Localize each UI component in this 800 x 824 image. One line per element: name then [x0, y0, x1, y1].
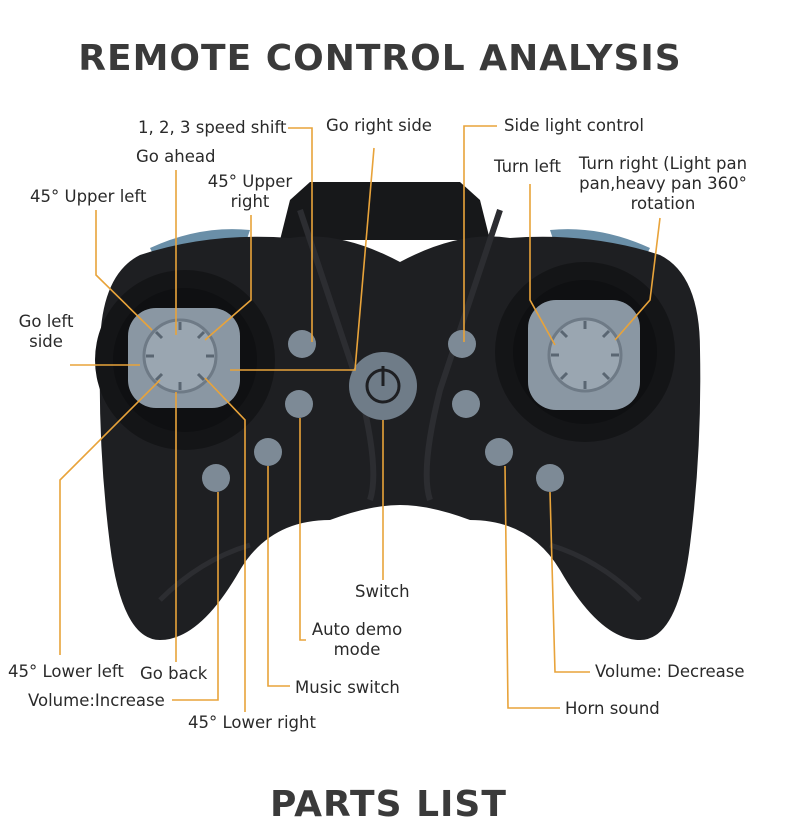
label-lower-right: 45° Lower right: [188, 713, 316, 732]
auto-demo-button: [285, 390, 313, 418]
diagram: REMOTE CONTROL ANALYSIS: [8, 38, 748, 824]
volume-increase-button: [202, 464, 230, 492]
label-volume-decrease: Volume: Decrease: [595, 662, 745, 681]
speed-shift-button: [288, 330, 316, 358]
label-go-back: Go back: [140, 664, 208, 683]
horn-button: [485, 438, 513, 466]
label-side-light-control: Side light control: [504, 116, 644, 135]
label-go-right-side: Go right side: [326, 116, 432, 135]
side-light-button: [448, 330, 476, 358]
label-upper-left: 45° Upper left: [30, 187, 147, 206]
label-speed-shift: 1, 2, 3 speed shift: [138, 118, 287, 137]
label-turn-left: Turn left: [494, 157, 561, 176]
music-switch-button: [254, 438, 282, 466]
label-volume-increase: Volume:Increase: [28, 691, 165, 710]
label-switch: Switch: [355, 582, 410, 601]
leader-lines: [59, 125, 661, 712]
extra-button: [452, 390, 480, 418]
controller-illustration: [59, 125, 701, 712]
label-go-ahead: Go ahead: [136, 147, 216, 166]
volume-decrease-button: [536, 464, 564, 492]
controller-top-tab: [280, 182, 490, 240]
diagram-title: REMOTE CONTROL ANALYSIS: [78, 38, 682, 79]
next-section-heading-cut: PARTS LIST: [270, 784, 507, 824]
label-music-switch: Music switch: [295, 678, 400, 697]
label-horn-sound: Horn sound: [565, 699, 660, 718]
label-lower-left: 45° Lower left: [8, 662, 124, 681]
